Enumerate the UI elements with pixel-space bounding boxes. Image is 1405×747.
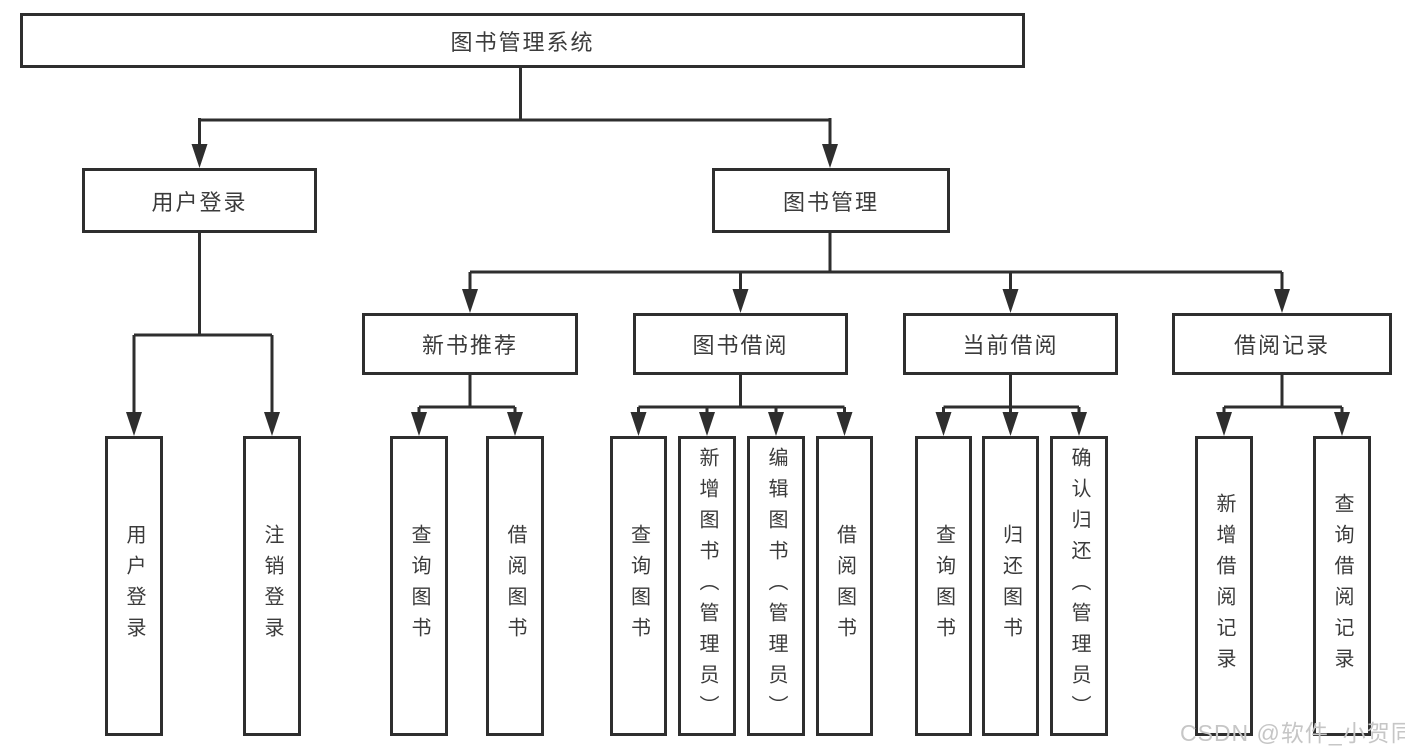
leaf-current-confirm-return-admin-label: 确认归还（管理员）	[1068, 446, 1090, 726]
leaf-current-confirm-return-admin: 确认归还（管理员）	[1050, 436, 1108, 736]
connector-borrow-records-to-leaves	[1216, 375, 1350, 436]
leaf-records-add-record: 新增借阅记录	[1195, 436, 1253, 736]
node-borrow-records-label: 借阅记录	[1233, 333, 1330, 358]
connector-user-login-to-leaves	[126, 233, 280, 436]
leaf-borrow-query-books: 查询图书	[610, 436, 667, 736]
connector-book-management-to-level3	[462, 233, 1290, 313]
node-borrow-records: 借阅记录	[1172, 313, 1392, 375]
leaf-logout-label: 注销登录	[261, 524, 283, 648]
leaf-records-add-record-label: 新增借阅记录	[1213, 493, 1235, 679]
leaf-borrow-add-books-admin: 新增图书（管理员）	[678, 436, 736, 736]
node-book-borrow-label: 图书借阅	[692, 333, 789, 358]
leaf-borrow-add-books-admin-label: 新增图书（管理员）	[696, 446, 718, 726]
node-current-borrow: 当前借阅	[903, 313, 1118, 375]
leaf-borrow-borrow-books: 借阅图书	[816, 436, 873, 736]
node-user-login: 用户登录	[82, 168, 317, 233]
node-book-borrow: 图书借阅	[633, 313, 848, 375]
leaf-current-return-books: 归还图书	[982, 436, 1039, 736]
node-system-root-label: 图书管理系统	[450, 29, 595, 55]
leaf-recommend-query-books: 查询图书	[390, 436, 448, 736]
leaf-current-query-books-label: 查询图书	[932, 524, 955, 648]
leaf-records-query-record: 查询借阅记录	[1313, 436, 1371, 736]
connector-root-to-level2	[191, 68, 838, 168]
leaf-current-return-books-label: 归还图书	[999, 524, 1022, 648]
connector-book-borrow-to-leaves	[630, 375, 853, 436]
leaf-logout: 注销登录	[243, 436, 301, 736]
node-new-book-recommend: 新书推荐	[362, 313, 578, 375]
node-user-login-label: 用户登录	[151, 189, 248, 215]
leaf-borrow-query-books-label: 查询图书	[627, 524, 650, 648]
leaf-borrow-borrow-books-label: 借阅图书	[833, 524, 856, 648]
node-book-management: 图书管理	[712, 168, 950, 233]
node-book-management-label: 图书管理	[782, 189, 879, 215]
leaf-login: 用户登录	[105, 436, 163, 736]
leaf-login-label: 用户登录	[123, 524, 145, 648]
leaf-borrow-edit-books-admin-label: 编辑图书（管理员）	[765, 446, 787, 726]
node-current-borrow-label: 当前借阅	[962, 333, 1059, 358]
leaf-records-query-record-label: 查询借阅记录	[1331, 493, 1353, 679]
csdn-watermark: CSDN @软件_小贺同学	[1180, 720, 1405, 746]
leaf-recommend-borrow-books-label: 借阅图书	[504, 524, 526, 648]
leaf-borrow-edit-books-admin: 编辑图书（管理员）	[747, 436, 805, 736]
leaf-recommend-borrow-books: 借阅图书	[486, 436, 544, 736]
leaf-recommend-query-books-label: 查询图书	[408, 524, 430, 648]
leaf-current-query-books: 查询图书	[915, 436, 972, 736]
node-new-book-recommend-label: 新书推荐	[421, 333, 518, 358]
connector-current-borrow-to-leaves	[935, 375, 1087, 436]
node-system-root: 图书管理系统	[20, 13, 1025, 68]
connector-new-book-recommend-to-leaves	[411, 375, 523, 436]
